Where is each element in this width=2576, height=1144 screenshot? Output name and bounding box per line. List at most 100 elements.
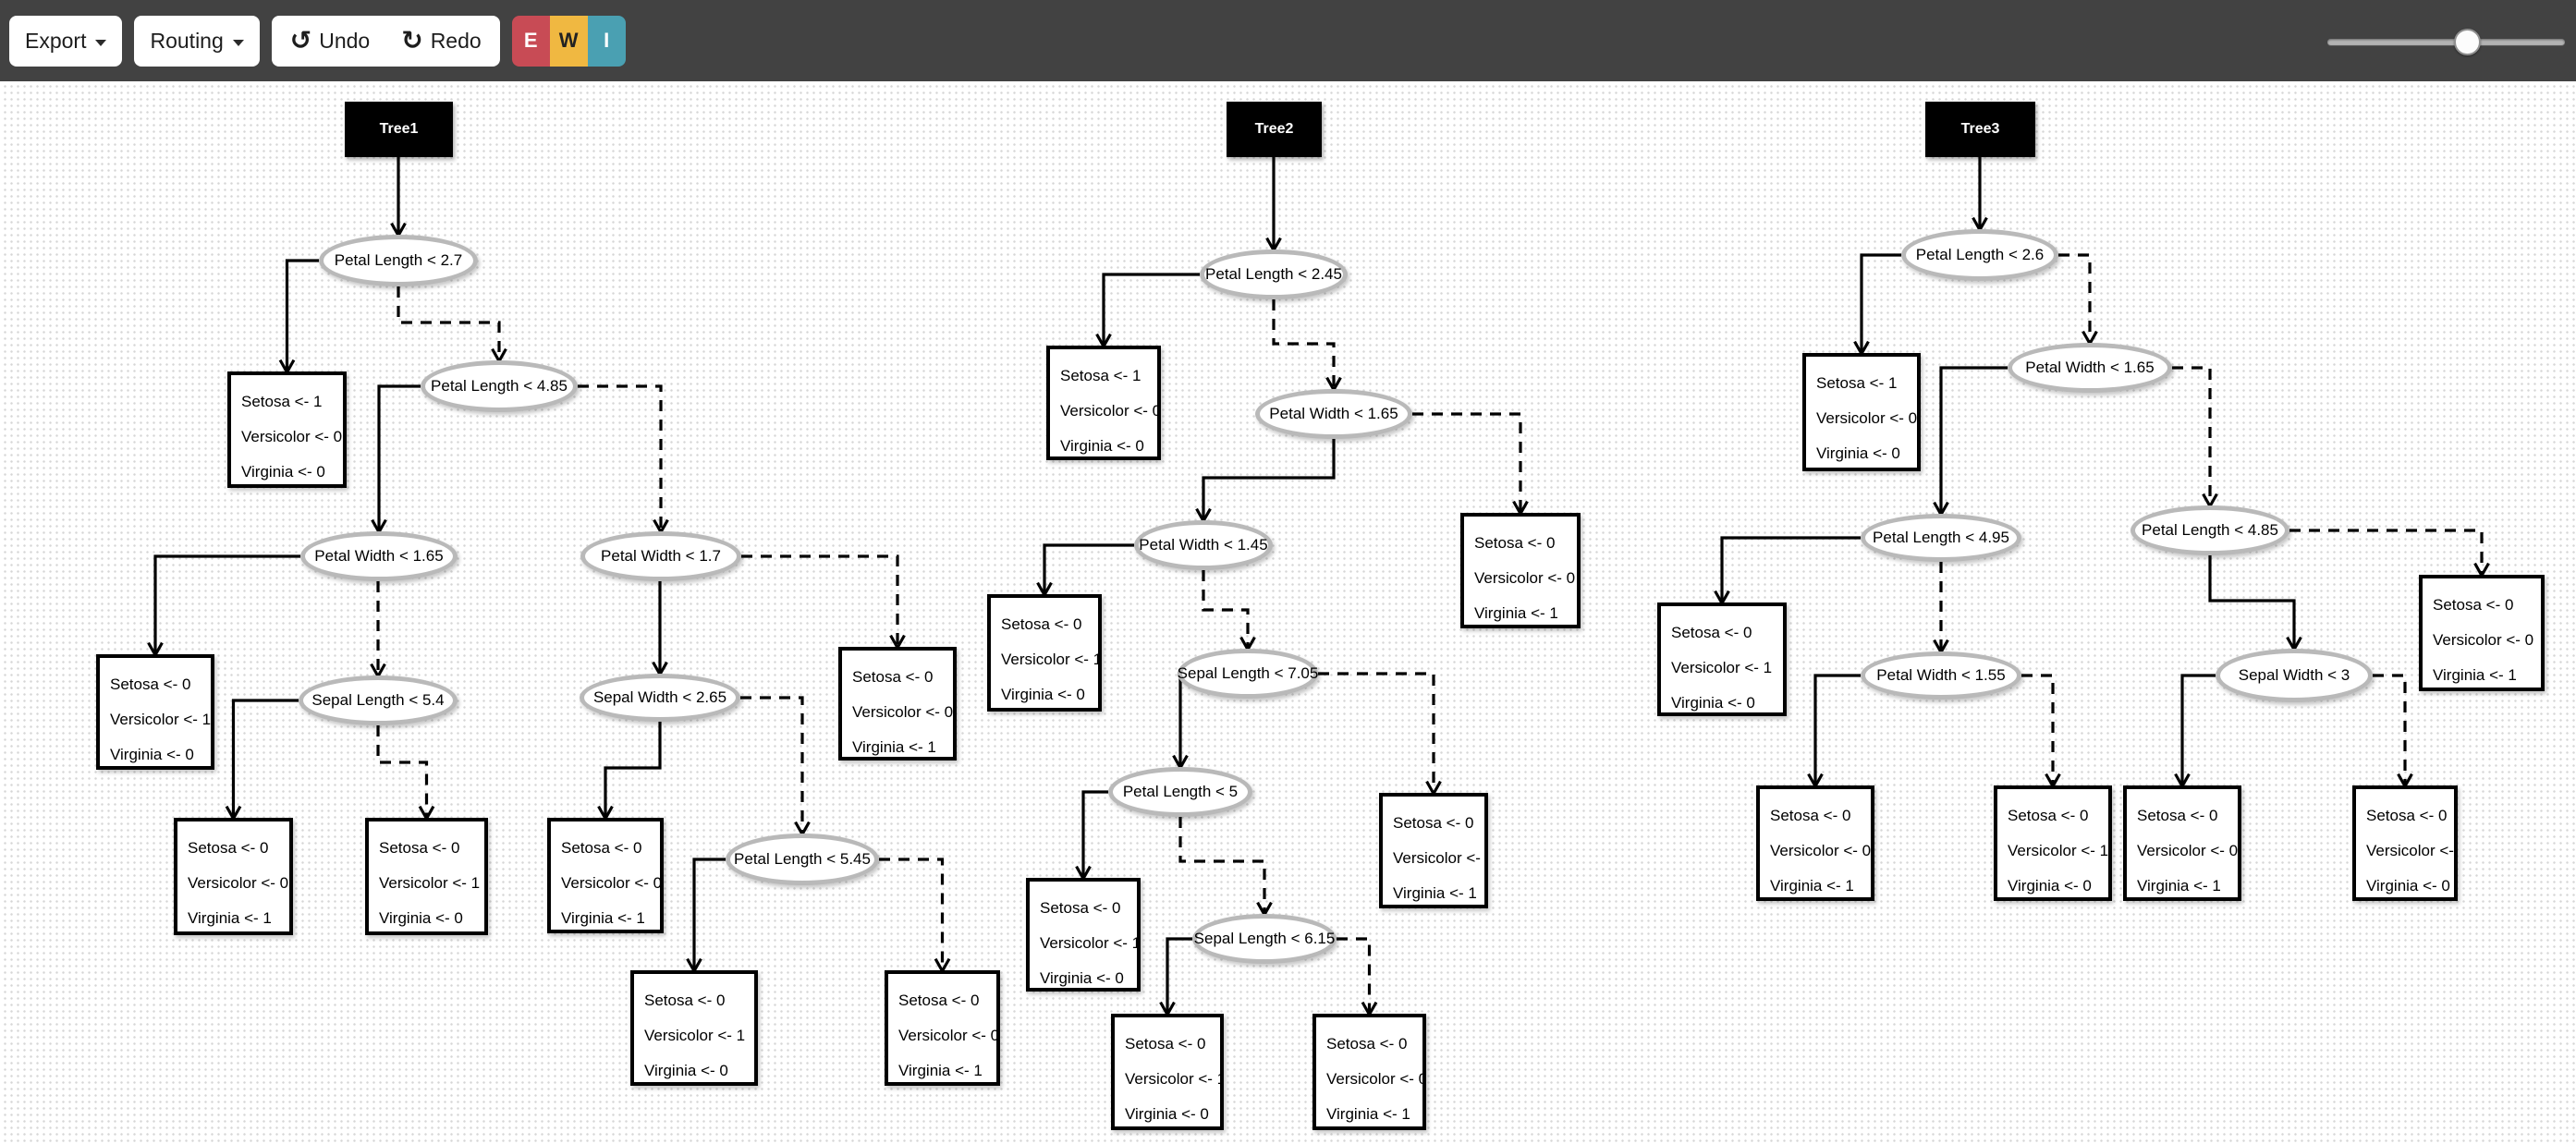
edge-t2-n2-t2-n3[interactable] (1195, 439, 1336, 525)
slider-track[interactable] (2327, 38, 2565, 45)
edge-t1-n7-t1-l7[interactable] (686, 858, 726, 975)
edge-t1-n2-t1-n3[interactable] (371, 384, 421, 536)
decision-node-t2-n2[interactable]: Petal Width < 1.65 (1255, 389, 1412, 439)
edge-t1-n1-t1-l1[interactable] (278, 259, 320, 376)
decision-node-t3-n4[interactable]: Petal Length < 4.85 (2130, 505, 2289, 555)
edge-t3-n6-t3-l7[interactable] (2373, 674, 2413, 790)
decision-node-t2-n1[interactable]: Petal Length < 2.45 (1200, 249, 1348, 299)
decision-node-t1-n1[interactable]: Petal Length < 2.7 (319, 235, 478, 286)
decision-node-t3-n6[interactable]: Sepal Width < 3 (2216, 649, 2373, 702)
export-button[interactable]: Export (9, 15, 123, 67)
leaf-line: Setosa <- 0 (1040, 899, 1121, 917)
edge-t1-n5-t1-l3[interactable] (225, 699, 299, 822)
leaf-line: Versicolor <- 1 (1125, 1070, 1224, 1088)
edge-t3-n1-t3-l1[interactable] (1853, 253, 1901, 358)
edge-t3-n1-t3-n2[interactable] (2058, 253, 2098, 347)
decision-node-t1-n4[interactable]: Petal Width < 1.7 (580, 531, 741, 581)
decision-node-t1-n3[interactable]: Petal Width < 1.65 (300, 531, 458, 581)
edge-t3-n2-t3-n4[interactable] (2172, 366, 2218, 510)
decision-node-t2-n5[interactable]: Petal Length < 5 (1108, 767, 1252, 817)
leaf-line: Versicolor <- 1 (2008, 842, 2109, 859)
decision-node-t3-n1[interactable]: Petal Length < 2.6 (1901, 229, 2058, 281)
edge-t1-n6-t1-n7[interactable] (740, 696, 811, 838)
decision-node-t2-n6[interactable]: Sepal Length < 6.15 (1192, 914, 1337, 964)
edge-t2-n1-t2-n2[interactable] (1272, 299, 1342, 394)
edge-t3-n6-t3-l6[interactable] (2174, 674, 2216, 790)
leaf-line: Setosa <- 0 (2008, 807, 2089, 824)
edge-t2-n5-t2-n6[interactable] (1178, 817, 1273, 919)
redo-button[interactable]: ↻ Redo (401, 28, 481, 54)
decision-node-t1-n7[interactable]: Petal Length < 5.45 (726, 834, 879, 885)
edge-t2-n2-t2-l2[interactable] (1412, 412, 1529, 517)
leaf-line: Virginia <- 0 (1125, 1105, 1209, 1123)
edge-t1-n7-t1-l8[interactable] (879, 858, 951, 975)
decision-node-t3-n3[interactable]: Petal Length < 4.95 (1861, 514, 2021, 562)
edge-t2-n4-t2-n5[interactable] (1172, 672, 1189, 772)
edge-t3-n2-t3-n3[interactable] (1933, 366, 2008, 518)
edge-t2-n6-t2-l7[interactable] (1337, 937, 1378, 1018)
edge-t1-n5-t1-l4[interactable] (376, 725, 435, 822)
tree-header-t1-header[interactable]: Tree1 (345, 102, 453, 157)
edge-t1-n3-t1-l2[interactable] (147, 554, 300, 659)
routing-button[interactable]: Routing (134, 15, 260, 67)
decision-node-t2-n3[interactable]: Petal Width < 1.45 (1134, 520, 1273, 570)
decision-node-t3-n5[interactable]: Petal Width < 1.55 (1861, 651, 2021, 700)
edge-t3-n5-t3-l4[interactable] (1807, 674, 1861, 790)
tree-header-t3-header[interactable]: Tree3 (1925, 102, 2035, 157)
edge-t3-n4-t3-n6[interactable] (2208, 555, 2302, 653)
edge-t2-n3-t2-n4[interactable] (1202, 570, 1256, 653)
mode-button-w[interactable]: W (549, 15, 588, 67)
decision-node-t1-n2[interactable]: Petal Length < 4.85 (421, 360, 578, 412)
edge-t3-n5-t3-l5[interactable] (2021, 674, 2061, 790)
edge-t3-n3-t3-l2[interactable] (1714, 536, 1861, 607)
decision-node-t1-n6[interactable]: Sepal Width < 2.65 (580, 674, 740, 722)
edge-t3-n4-t3-l3[interactable] (2289, 529, 2490, 579)
edge-t2-n3-t2-l3[interactable] (1036, 543, 1134, 599)
tree-header-t2-header[interactable]: Tree2 (1227, 102, 1322, 157)
edge-t2-n1-t2-l1[interactable] (1095, 273, 1200, 350)
decision-node-t2-n4[interactable]: Sepal Length < 7.05 (1178, 649, 1318, 699)
export-button-label: Export (25, 28, 87, 53)
mode-button-i[interactable]: I (587, 15, 626, 67)
mode-button-e[interactable]: E (511, 15, 550, 67)
edge-t2-n5-t2-l5[interactable] (1075, 790, 1108, 882)
edge-t2-n4-t2-l4[interactable] (1318, 672, 1442, 797)
redo-icon: ↻ (401, 25, 423, 55)
edge-t2-n6-t2-l6[interactable] (1159, 937, 1192, 1018)
decision-node-t3-n2[interactable]: Petal Width < 1.65 (2008, 343, 2172, 393)
leaf-line: Setosa <- 0 (1671, 624, 1752, 641)
leaf-line: Setosa <- 1 (1060, 367, 1141, 384)
decision-node-t1-n5[interactable]: Sepal Length < 5.4 (299, 675, 458, 725)
zoom-slider[interactable] (2327, 16, 2565, 67)
edge-t1-n2-t1-n4[interactable] (578, 384, 669, 536)
edge-t1-n6-t1-l6[interactable] (597, 722, 662, 822)
edge-t1-n1-t1-n2[interactable] (397, 286, 507, 365)
leaf-line: Setosa <- 0 (2366, 807, 2448, 824)
slider-thumb[interactable] (2454, 28, 2481, 55)
undo-button[interactable]: ↺ Undo (290, 28, 370, 54)
edge-t1-n4-t1-l5[interactable] (741, 554, 906, 651)
